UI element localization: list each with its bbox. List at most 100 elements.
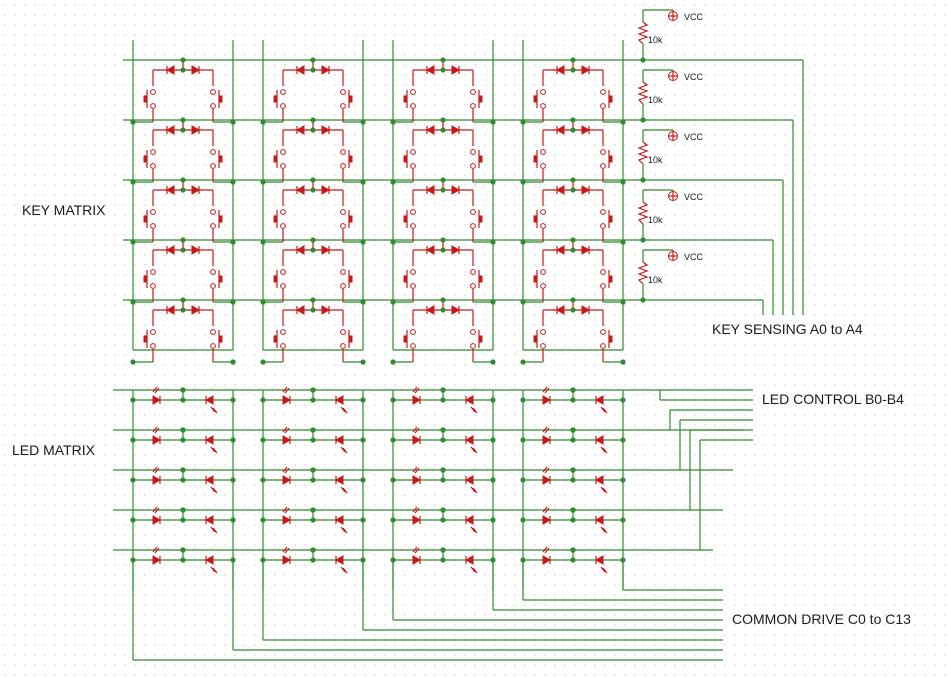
junction-dot xyxy=(440,437,446,443)
junction-dot xyxy=(130,557,136,563)
led-arrow xyxy=(152,466,158,473)
switch-plunger xyxy=(403,215,408,223)
junction-dot xyxy=(620,397,626,403)
led-arrow xyxy=(154,427,160,434)
switch-contact xyxy=(600,209,606,215)
junction-dot xyxy=(440,187,446,193)
led-arrow xyxy=(154,387,160,394)
led-arrows xyxy=(152,426,160,434)
led-arrow xyxy=(412,466,418,473)
led-right xyxy=(204,555,214,565)
switch-contact xyxy=(540,329,546,335)
led-arrow xyxy=(414,427,420,434)
led-left xyxy=(412,555,422,565)
switch-contact xyxy=(210,209,216,215)
switch-contact xyxy=(470,343,476,349)
junction-dot xyxy=(180,517,186,523)
diode-body xyxy=(295,185,305,195)
switch-plunger xyxy=(608,275,613,283)
resistor-value-label: 10k xyxy=(648,275,663,285)
switch-contact xyxy=(210,103,216,109)
key-diode-left xyxy=(295,185,305,195)
led-arrow xyxy=(414,547,420,554)
switch-contact xyxy=(340,343,346,349)
diode-body xyxy=(321,185,331,195)
led-arrows xyxy=(152,546,160,554)
junction-dot xyxy=(570,187,576,193)
led-arrows xyxy=(210,486,218,494)
junction-dot xyxy=(130,299,136,305)
switch-plunger xyxy=(218,95,223,103)
diode-body xyxy=(555,125,565,135)
switch-contact xyxy=(540,163,546,169)
key-diode-right xyxy=(191,125,201,135)
diode-body xyxy=(191,245,201,255)
led-arrow xyxy=(210,526,216,533)
junction-dot xyxy=(360,119,366,125)
key-diode-left xyxy=(165,305,175,315)
led-left xyxy=(282,435,292,445)
diode-body xyxy=(295,305,305,315)
diode-body xyxy=(191,185,201,195)
junction-dot xyxy=(640,117,646,123)
led-arrows xyxy=(542,506,550,514)
led-arrows xyxy=(210,566,218,574)
junction-dot xyxy=(440,237,446,243)
junction-dot xyxy=(180,57,186,63)
key-diode-right xyxy=(191,305,201,315)
diode-body xyxy=(165,305,175,315)
junction-dot xyxy=(440,387,446,393)
key-diode-right xyxy=(191,245,201,255)
switch-contact xyxy=(600,163,606,169)
junction-dot xyxy=(390,239,396,245)
switch-contact xyxy=(280,149,286,155)
diode-body xyxy=(204,555,214,565)
diode-body xyxy=(204,515,214,525)
led-matrix-label: LED MATRIX xyxy=(12,442,96,458)
diode-body xyxy=(334,395,344,405)
diode-body xyxy=(412,435,422,445)
vcc-label: VCC xyxy=(684,252,704,262)
switch-contact xyxy=(340,223,346,229)
junction-dot xyxy=(440,57,446,63)
switch-plunger xyxy=(348,155,353,163)
diode-body xyxy=(191,305,201,315)
junction-dot xyxy=(180,477,186,483)
led-arrow xyxy=(542,386,548,393)
junction-dot xyxy=(570,427,576,433)
switch-plunger xyxy=(218,275,223,283)
diode-body xyxy=(204,475,214,485)
junction-dot xyxy=(310,547,316,553)
key-diode-right xyxy=(451,185,461,195)
junction-dot xyxy=(640,297,646,303)
junction-dot xyxy=(360,557,366,563)
junction-dot xyxy=(520,437,526,443)
diode-body xyxy=(594,435,604,445)
key-diode-right xyxy=(451,125,461,135)
led-arrow xyxy=(342,447,348,454)
junction-dot xyxy=(440,127,446,133)
switch-contact xyxy=(540,269,546,275)
junction-dot xyxy=(360,517,366,523)
junction-dot xyxy=(440,477,446,483)
led-arrows xyxy=(412,466,420,474)
led-arrow xyxy=(472,527,478,534)
junction-dot xyxy=(440,307,446,313)
diode-body xyxy=(581,65,591,75)
led-arrow xyxy=(340,406,346,413)
junction-dot xyxy=(490,477,496,483)
diode-body xyxy=(321,245,331,255)
junction-dot xyxy=(490,359,496,365)
junction-dot xyxy=(360,359,366,365)
junction-dot xyxy=(180,187,186,193)
switch-contact xyxy=(600,223,606,229)
switch-contact xyxy=(210,89,216,95)
switch-contact xyxy=(470,223,476,229)
pullup-resistor xyxy=(637,261,649,285)
led-arrow xyxy=(412,386,418,393)
junction-dot xyxy=(130,119,136,125)
switch-contact xyxy=(340,89,346,95)
switch-contact xyxy=(540,89,546,95)
diode-body xyxy=(464,555,474,565)
switch-contact xyxy=(600,149,606,155)
